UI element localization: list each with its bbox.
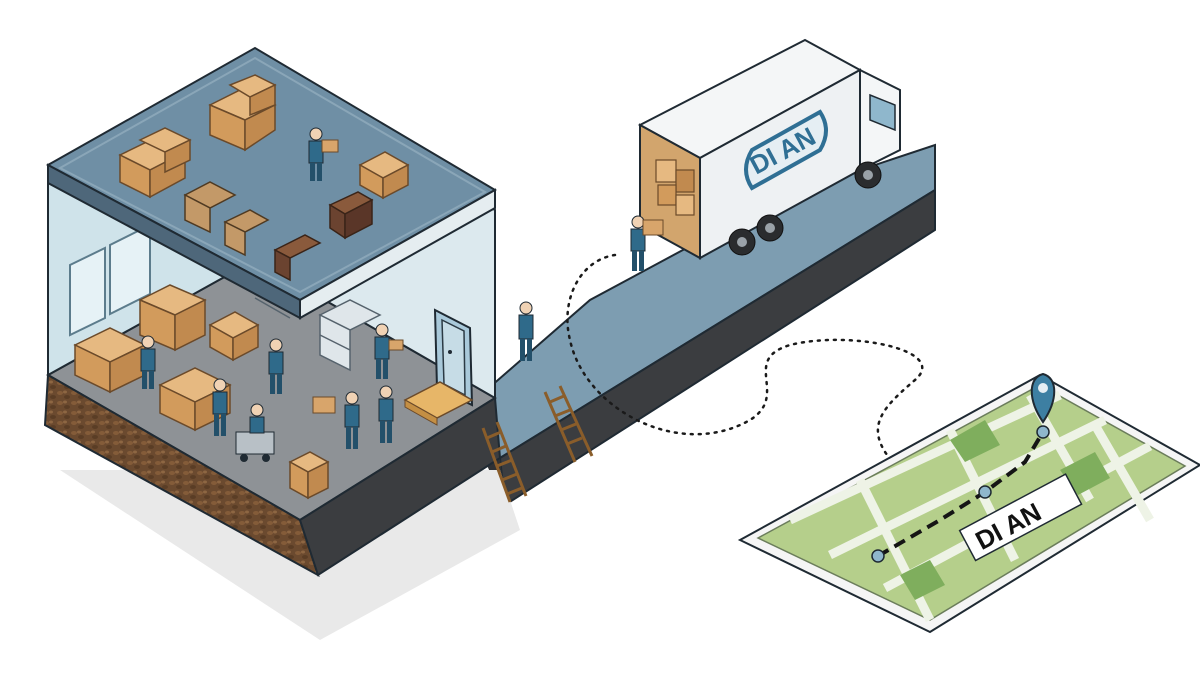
worker-ground-3 (268, 338, 284, 394)
truck-cargo-boxes (655, 159, 695, 216)
worker-forklift (235, 403, 275, 462)
warehouse (43, 46, 520, 640)
armchair-icon (273, 191, 374, 282)
warehouse-door (433, 308, 474, 407)
upper-floor (45, 46, 497, 320)
route-waypoint-marker (978, 485, 992, 499)
route-start-marker (871, 549, 885, 563)
ladder-icon (543, 385, 594, 463)
pallet-platform (403, 381, 474, 426)
delivery-truck: DI AN (637, 38, 901, 260)
worker-ground-2 (212, 378, 228, 436)
worker-upper (308, 127, 339, 181)
worker-truck (630, 215, 664, 271)
worker-road (518, 301, 534, 361)
route-end-marker (1036, 425, 1050, 439)
map-icon: DI AN (737, 372, 1200, 634)
box-stack-upper-2 (208, 74, 277, 152)
worker-ground-1 (140, 335, 156, 389)
worker-ground-5 (374, 323, 404, 379)
box-pallet-upper (358, 151, 410, 200)
box-stack-ground-3 (288, 451, 330, 500)
box-stack-upper-1 (118, 127, 192, 199)
location-pin-icon (1030, 372, 1056, 424)
window (69, 223, 151, 337)
worker-ground-6 (378, 385, 394, 443)
shelf-unit-upper (183, 181, 270, 257)
shelf-unit-ground (254, 297, 382, 372)
map-parks (900, 420, 1110, 600)
worker-ground-4 (312, 391, 360, 449)
ladder-icon (481, 421, 528, 503)
